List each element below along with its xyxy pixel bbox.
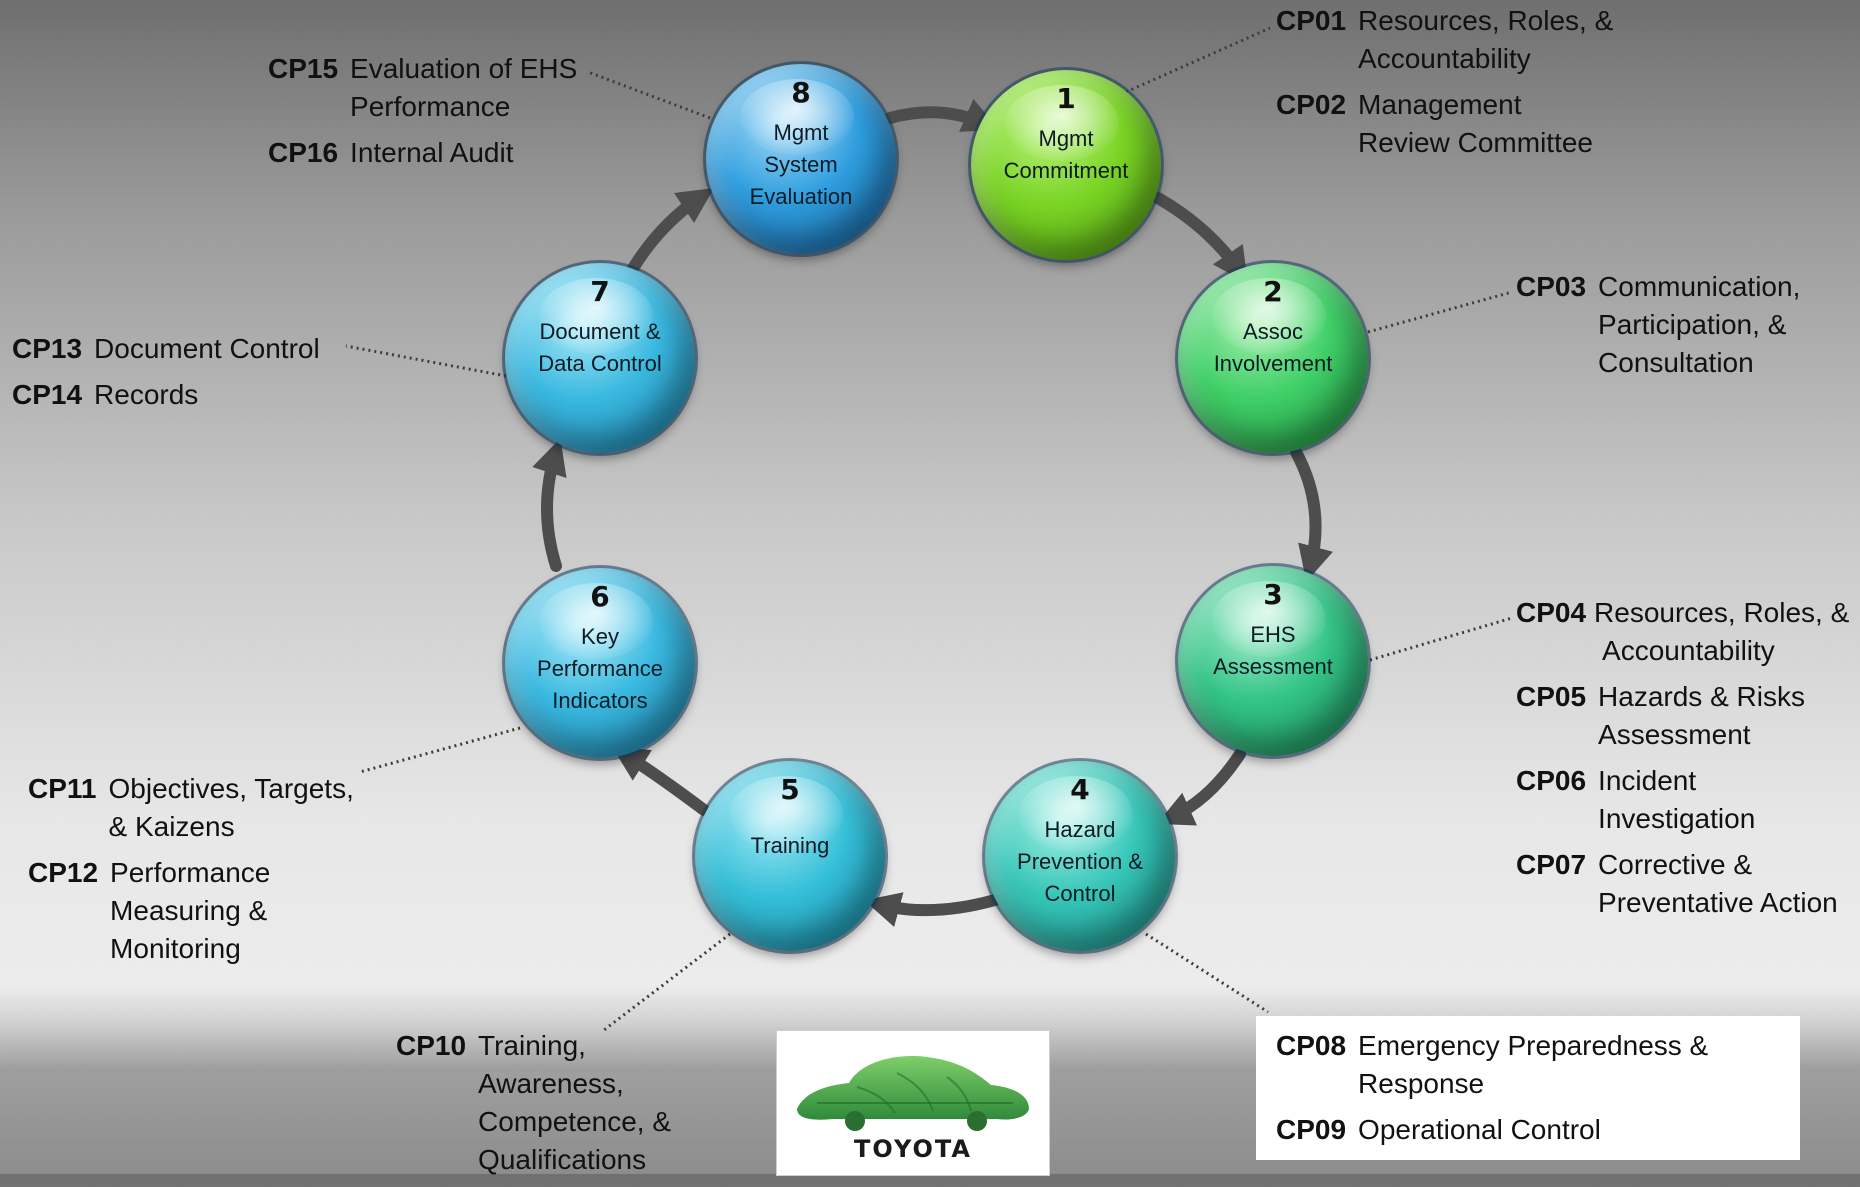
emergency-box bbox=[1256, 1016, 1800, 1160]
node-number: 2 bbox=[1263, 275, 1283, 308]
arrow-2-to-3 bbox=[1290, 446, 1333, 582]
node-mgmt-system-evaluation: 8 Mgmt System Evaluation bbox=[703, 61, 899, 257]
node-number: 1 bbox=[1056, 82, 1076, 115]
car-leaf-icon bbox=[797, 1056, 1029, 1131]
node-number: 7 bbox=[590, 275, 610, 308]
node-number: 6 bbox=[590, 580, 610, 613]
node-label: Mgmt Commitment bbox=[1003, 126, 1129, 183]
node-key-performance-indicators: 6 Key Performance Indicators bbox=[502, 565, 698, 761]
arrow-6-to-7 bbox=[532, 438, 567, 572]
node-training: 5 Training bbox=[692, 758, 888, 954]
arrow-4-to-5 bbox=[864, 892, 1001, 927]
node-assoc-involvement: 2 Assoc Involvement bbox=[1175, 260, 1371, 456]
leader-cp03 bbox=[1367, 290, 1513, 334]
arrow-1-to-2 bbox=[1152, 192, 1249, 284]
node-document-data-control: 7 Document & Data Control bbox=[502, 260, 698, 456]
arrow-3-to-4 bbox=[1156, 748, 1246, 826]
node-number: 5 bbox=[780, 773, 800, 806]
node-ehs-assessment: 3 EHS Assessment bbox=[1175, 563, 1371, 759]
leader-cp15 bbox=[587, 70, 711, 120]
node-number: 3 bbox=[1263, 578, 1283, 611]
leader-cp13 bbox=[345, 344, 507, 378]
node-label: EHS Assessment bbox=[1213, 622, 1333, 679]
node-label: Key Performance Indicators bbox=[537, 624, 663, 713]
node-hazard-prevention: 4 Hazard Prevention & Control bbox=[982, 758, 1178, 954]
leader-cp10 bbox=[603, 932, 731, 1032]
node-label: Assoc Involvement bbox=[1213, 319, 1333, 376]
toyota-logo: TOYOTA bbox=[776, 1030, 1050, 1176]
node-number: 8 bbox=[791, 76, 811, 109]
leader-cp11 bbox=[359, 726, 521, 774]
node-label: Hazard Prevention & Control bbox=[1017, 817, 1143, 906]
node-number: 4 bbox=[1070, 773, 1090, 806]
node-label: Mgmt System Evaluation bbox=[749, 120, 853, 209]
arrow-7-to-8 bbox=[626, 188, 714, 276]
arrow-5-to-6 bbox=[611, 746, 710, 816]
leader-cp04 bbox=[1369, 616, 1513, 662]
logo-wordmark: TOYOTA bbox=[854, 1135, 972, 1163]
leader-cp08 bbox=[1145, 932, 1269, 1014]
arrow-8-to-1 bbox=[884, 98, 1000, 132]
node-label: Document & Data Control bbox=[538, 319, 662, 376]
node-mgmt-commitment: 1 Mgmt Commitment bbox=[968, 67, 1164, 263]
node-label: Training bbox=[750, 833, 830, 858]
leader-cp01 bbox=[1125, 26, 1271, 94]
